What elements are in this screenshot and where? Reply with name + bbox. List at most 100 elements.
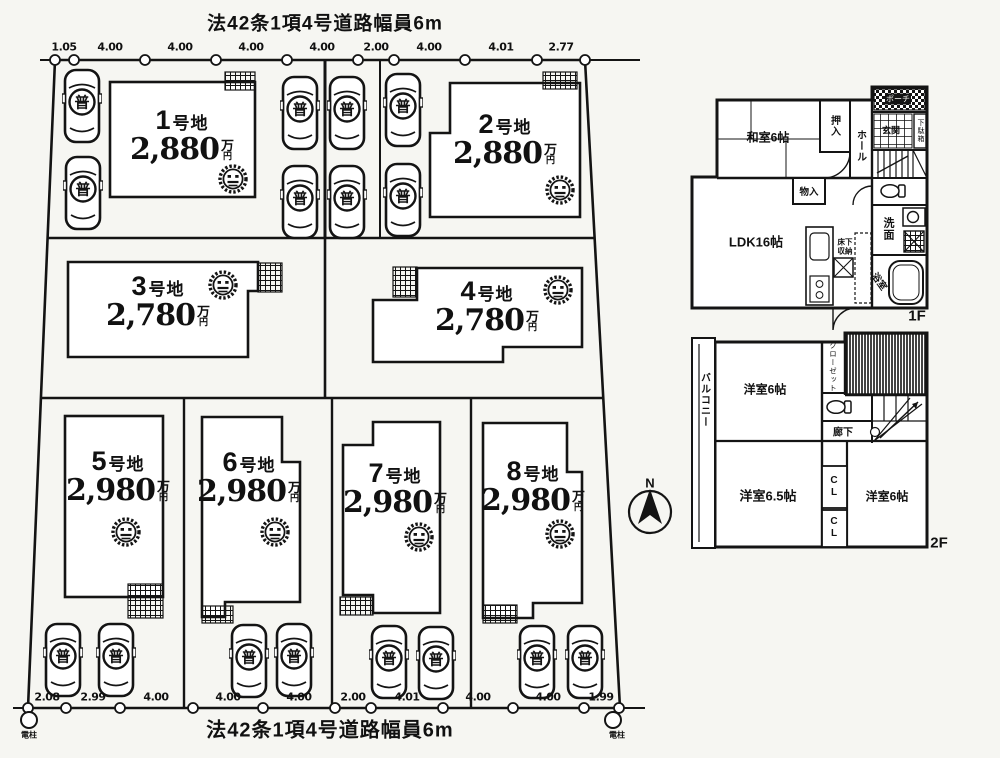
compass (627, 489, 673, 535)
lot-8-number: 8 (506, 455, 523, 486)
1f-inner-walls (717, 99, 927, 308)
stamp-icon (545, 519, 575, 549)
room-label-getabako: 下駄箱 (917, 119, 924, 143)
stamp-icon (545, 175, 575, 205)
room-label-porch: ポーチ (885, 93, 911, 105)
closet-label-cl-1: CL (828, 475, 840, 499)
lot-5-unit-yen: 円 (158, 491, 168, 502)
lot-6-suffix: 号地 (239, 455, 276, 475)
lot-7-unit-man: 万 (433, 490, 447, 506)
bathtub-inner (892, 264, 920, 301)
1f-door-arcs (823, 151, 873, 331)
compass-n-label: N (645, 475, 655, 491)
lot-3-unit-man: 万 (196, 303, 210, 319)
balcony (691, 337, 716, 549)
lot-5-unit-man: 万 (156, 478, 170, 494)
room-label-balcony: バルコニー (698, 372, 710, 428)
measure-bottom-1: 2.99 (80, 690, 106, 704)
roof-hatch (845, 333, 927, 395)
pole-label-left: 電柱 (21, 730, 37, 740)
washbasin-bowl (906, 210, 920, 224)
car-icon (416, 625, 456, 701)
lot-5-number: 5 (91, 445, 108, 476)
lot-8-price: 2,980 (481, 482, 571, 518)
lot-4-unit-man: 万 (525, 308, 539, 324)
floor-label-1f: 1F (908, 307, 926, 325)
car-icon (62, 68, 102, 144)
car-icon (63, 155, 103, 231)
measure-bottom-5: 2.00 (340, 690, 366, 704)
lot-1-name: 1号地 (130, 106, 234, 135)
lot-7-price: 2,980 (343, 484, 433, 520)
lot-5-suffix: 号地 (108, 454, 145, 474)
room-label-genkan: 玄関 (881, 125, 901, 136)
lot-2-suffix: 号地 (495, 117, 532, 137)
lot-4-building (371, 266, 584, 364)
lot-3-suffix: 号地 (148, 279, 185, 299)
parcel-dividers (41, 60, 603, 708)
bathtub (888, 260, 924, 305)
room-label-closet: クローゼット (828, 341, 838, 393)
lot-3-unit-yen: 円 (198, 316, 208, 327)
lot-2-price: 2,880 (453, 135, 543, 171)
genkan-tiles (873, 113, 913, 149)
measure-bottom-8: 4.00 (535, 690, 561, 704)
lot-5-name: 5号地 (66, 445, 170, 476)
stairs-arrowhead (912, 402, 918, 409)
underfloor-line2: 収納 (837, 246, 853, 255)
2f-inner-walls (715, 342, 927, 548)
car-icon (96, 622, 136, 698)
corridor-basin (869, 426, 881, 438)
toilet-icon (826, 399, 852, 415)
road-label-top: 法42条1項4号道路幅員6m (207, 13, 443, 35)
utility-poles (20, 711, 622, 729)
measure-bottom-3: 4.00 (215, 690, 241, 704)
lot-6-number: 6 (222, 446, 239, 477)
room-label-2f-room-right: 洋室6帖 (865, 489, 909, 504)
lot-8-building (481, 421, 584, 620)
stamp-icon (208, 270, 238, 300)
lot-5-building (63, 414, 165, 599)
room-label-2f-room-top: 洋室6帖 (743, 382, 787, 397)
measure-top-1: 4.00 (97, 40, 123, 54)
measure-top-3: 4.00 (238, 40, 264, 54)
washbasin (902, 207, 926, 227)
car-icon (280, 75, 320, 151)
lot-4-unit-yen: 円 (527, 321, 537, 332)
lot-2-unit-yen: 円 (545, 154, 555, 165)
room-label-senmen: 洗面 (882, 217, 894, 241)
room-label-underfloor: 床下 収納 (838, 238, 853, 255)
approach-hatches (127, 71, 578, 624)
measure-top-2: 4.00 (167, 40, 193, 54)
pantry-space (854, 232, 872, 304)
room-label-2f-room-left: 洋室6.5帖 (739, 488, 797, 504)
1f-stairs (876, 149, 928, 179)
lot-7-unit-yen: 円 (435, 503, 445, 514)
lot-7-building (341, 420, 442, 615)
pole-label-right: 電柱 (609, 730, 625, 740)
lot-1-unit-yen: 円 (222, 150, 232, 161)
closet-label-cl-2: CL (828, 516, 840, 540)
toilet-icon (880, 183, 906, 199)
lot-6-building (200, 415, 302, 619)
lot-7-number: 7 (368, 457, 385, 488)
measure-bottom-4: 4.00 (286, 690, 312, 704)
measure-top-5: 2.00 (363, 40, 389, 54)
utility-pole-icon (604, 711, 622, 729)
car-icon (517, 624, 557, 700)
lot-1-price: 2,880 (130, 131, 220, 167)
measure-top-4: 4.00 (309, 40, 335, 54)
lot-7-suffix: 号地 (385, 466, 422, 486)
measure-bottom-2: 4.00 (143, 690, 169, 704)
tatami-lines (717, 100, 820, 178)
measure-points (22, 54, 625, 714)
washer-space (903, 230, 925, 253)
